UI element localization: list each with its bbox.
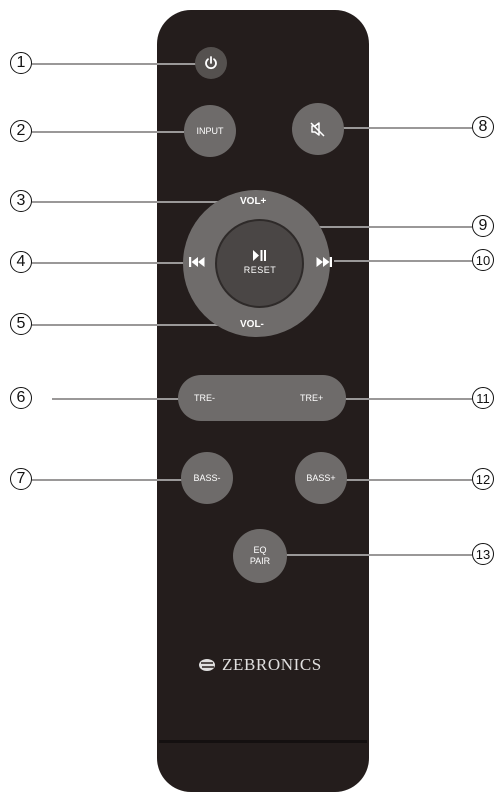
input-label: INPUT	[196, 125, 224, 136]
callout-5: 5	[10, 313, 32, 335]
leader-line-2	[32, 131, 184, 133]
previous-icon	[189, 257, 205, 267]
power-icon	[205, 56, 217, 70]
leader-line-1	[32, 63, 196, 65]
leader-line-3	[32, 201, 238, 203]
treble-rocker[interactable]	[178, 375, 346, 421]
callout-3: 3	[10, 190, 32, 212]
mute-icon	[310, 122, 325, 137]
brand-logo: ZEBRONICS	[198, 654, 328, 676]
play-pause-reset-button[interactable]	[215, 219, 304, 308]
leader-line-6	[52, 398, 192, 400]
leader-line-13	[285, 554, 472, 556]
vol-down-label[interactable]: VOL-	[240, 319, 264, 330]
leader-line-12	[346, 479, 472, 481]
leader-line-10	[334, 260, 472, 262]
bass-down-label: BASS-	[193, 472, 221, 483]
callout-13: 13	[472, 543, 494, 565]
leader-line-8	[340, 127, 472, 129]
bass-up-label: BASS+	[306, 472, 336, 483]
mute-button[interactable]	[292, 103, 344, 155]
brand-name: ZEBRONICS	[222, 655, 322, 674]
play-pause-icon	[253, 248, 267, 266]
pair-label: PAIR	[249, 556, 271, 566]
input-button[interactable]: INPUT	[184, 105, 236, 157]
leader-line-7	[32, 479, 182, 481]
callout-7: 7	[10, 468, 32, 490]
callout-4: 4	[10, 251, 32, 273]
vol-up-label[interactable]: VOL+	[240, 196, 267, 207]
leader-line-11	[340, 398, 472, 400]
eq-pair-label: EQ PAIR	[250, 545, 270, 567]
callout-10: 10	[472, 249, 494, 271]
treble-up-label[interactable]: TRE+	[300, 393, 324, 403]
power-button[interactable]	[195, 47, 227, 79]
remote-bottom-seam	[159, 740, 367, 743]
zebronics-logo-icon	[199, 659, 215, 671]
callout-8: 8	[472, 116, 494, 138]
leader-line-5	[32, 324, 238, 326]
treble-down-label[interactable]: TRE-	[194, 393, 215, 403]
callout-6: 6	[10, 387, 32, 409]
eq-label: EQ	[253, 545, 267, 555]
reset-label: RESET	[243, 265, 277, 275]
eq-pair-button[interactable]: EQ PAIR	[233, 529, 287, 583]
leader-line-9	[266, 226, 472, 228]
callout-2: 2	[10, 120, 32, 142]
bass-up-button[interactable]: BASS+	[295, 452, 347, 504]
bass-down-button[interactable]: BASS-	[181, 452, 233, 504]
previous-button[interactable]	[189, 254, 205, 272]
callout-12: 12	[472, 468, 494, 490]
next-button[interactable]	[316, 254, 332, 272]
leader-line-4	[32, 262, 188, 264]
callout-1: 1	[10, 52, 32, 74]
callout-9: 9	[472, 215, 494, 237]
next-icon	[316, 257, 332, 267]
callout-11: 11	[472, 387, 494, 409]
